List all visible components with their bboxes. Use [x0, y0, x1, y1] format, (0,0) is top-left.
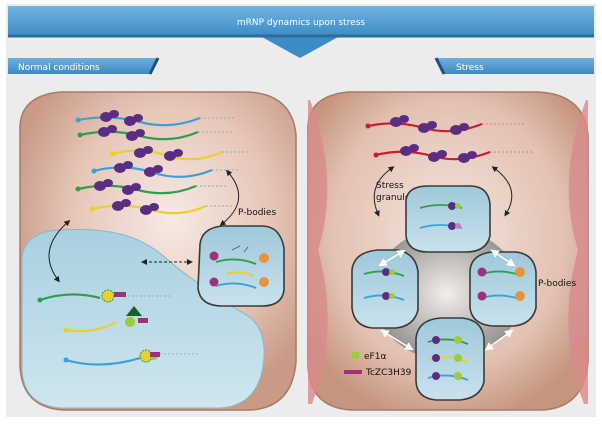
legend-efla-swatch [352, 352, 359, 359]
header-banner: mRNP dynamics upon stress [8, 6, 594, 58]
nuclear-mrnas [37, 289, 200, 366]
right-polysomes [365, 115, 534, 163]
legend-efla-label: eF1α [364, 352, 386, 362]
right-body-right [469, 251, 537, 327]
header-title: mRNP dynamics upon stress [237, 18, 365, 28]
right-body-top [405, 185, 491, 253]
legend-tczc-label: TcZC3H39 [365, 368, 412, 378]
right-arrows [373, 166, 513, 217]
left-arrows [48, 169, 240, 283]
legend: eF1α TcZC3H39 [344, 352, 412, 378]
right-p-bodies-label: P-bodies [538, 279, 576, 289]
stress-granules-label-line1: Stress [376, 181, 404, 191]
right-body-bottom [415, 317, 485, 401]
tab-stress: Stress [434, 57, 594, 75]
tab-normal-conditions-label: Normal conditions [18, 63, 100, 73]
tab-stress-label: Stress [456, 63, 484, 73]
left-p-body: P-bodies [197, 208, 285, 307]
tab-normal-conditions: Normal conditions [8, 57, 160, 75]
stress-granules-label-line2: granules [376, 193, 415, 203]
left-p-bodies-label: P-bodies [238, 208, 276, 218]
legend-tczc-swatch [344, 370, 362, 374]
left-ribosomes [94, 110, 183, 215]
right-exchange-arrows [378, 249, 516, 351]
right-body-left [351, 249, 419, 329]
